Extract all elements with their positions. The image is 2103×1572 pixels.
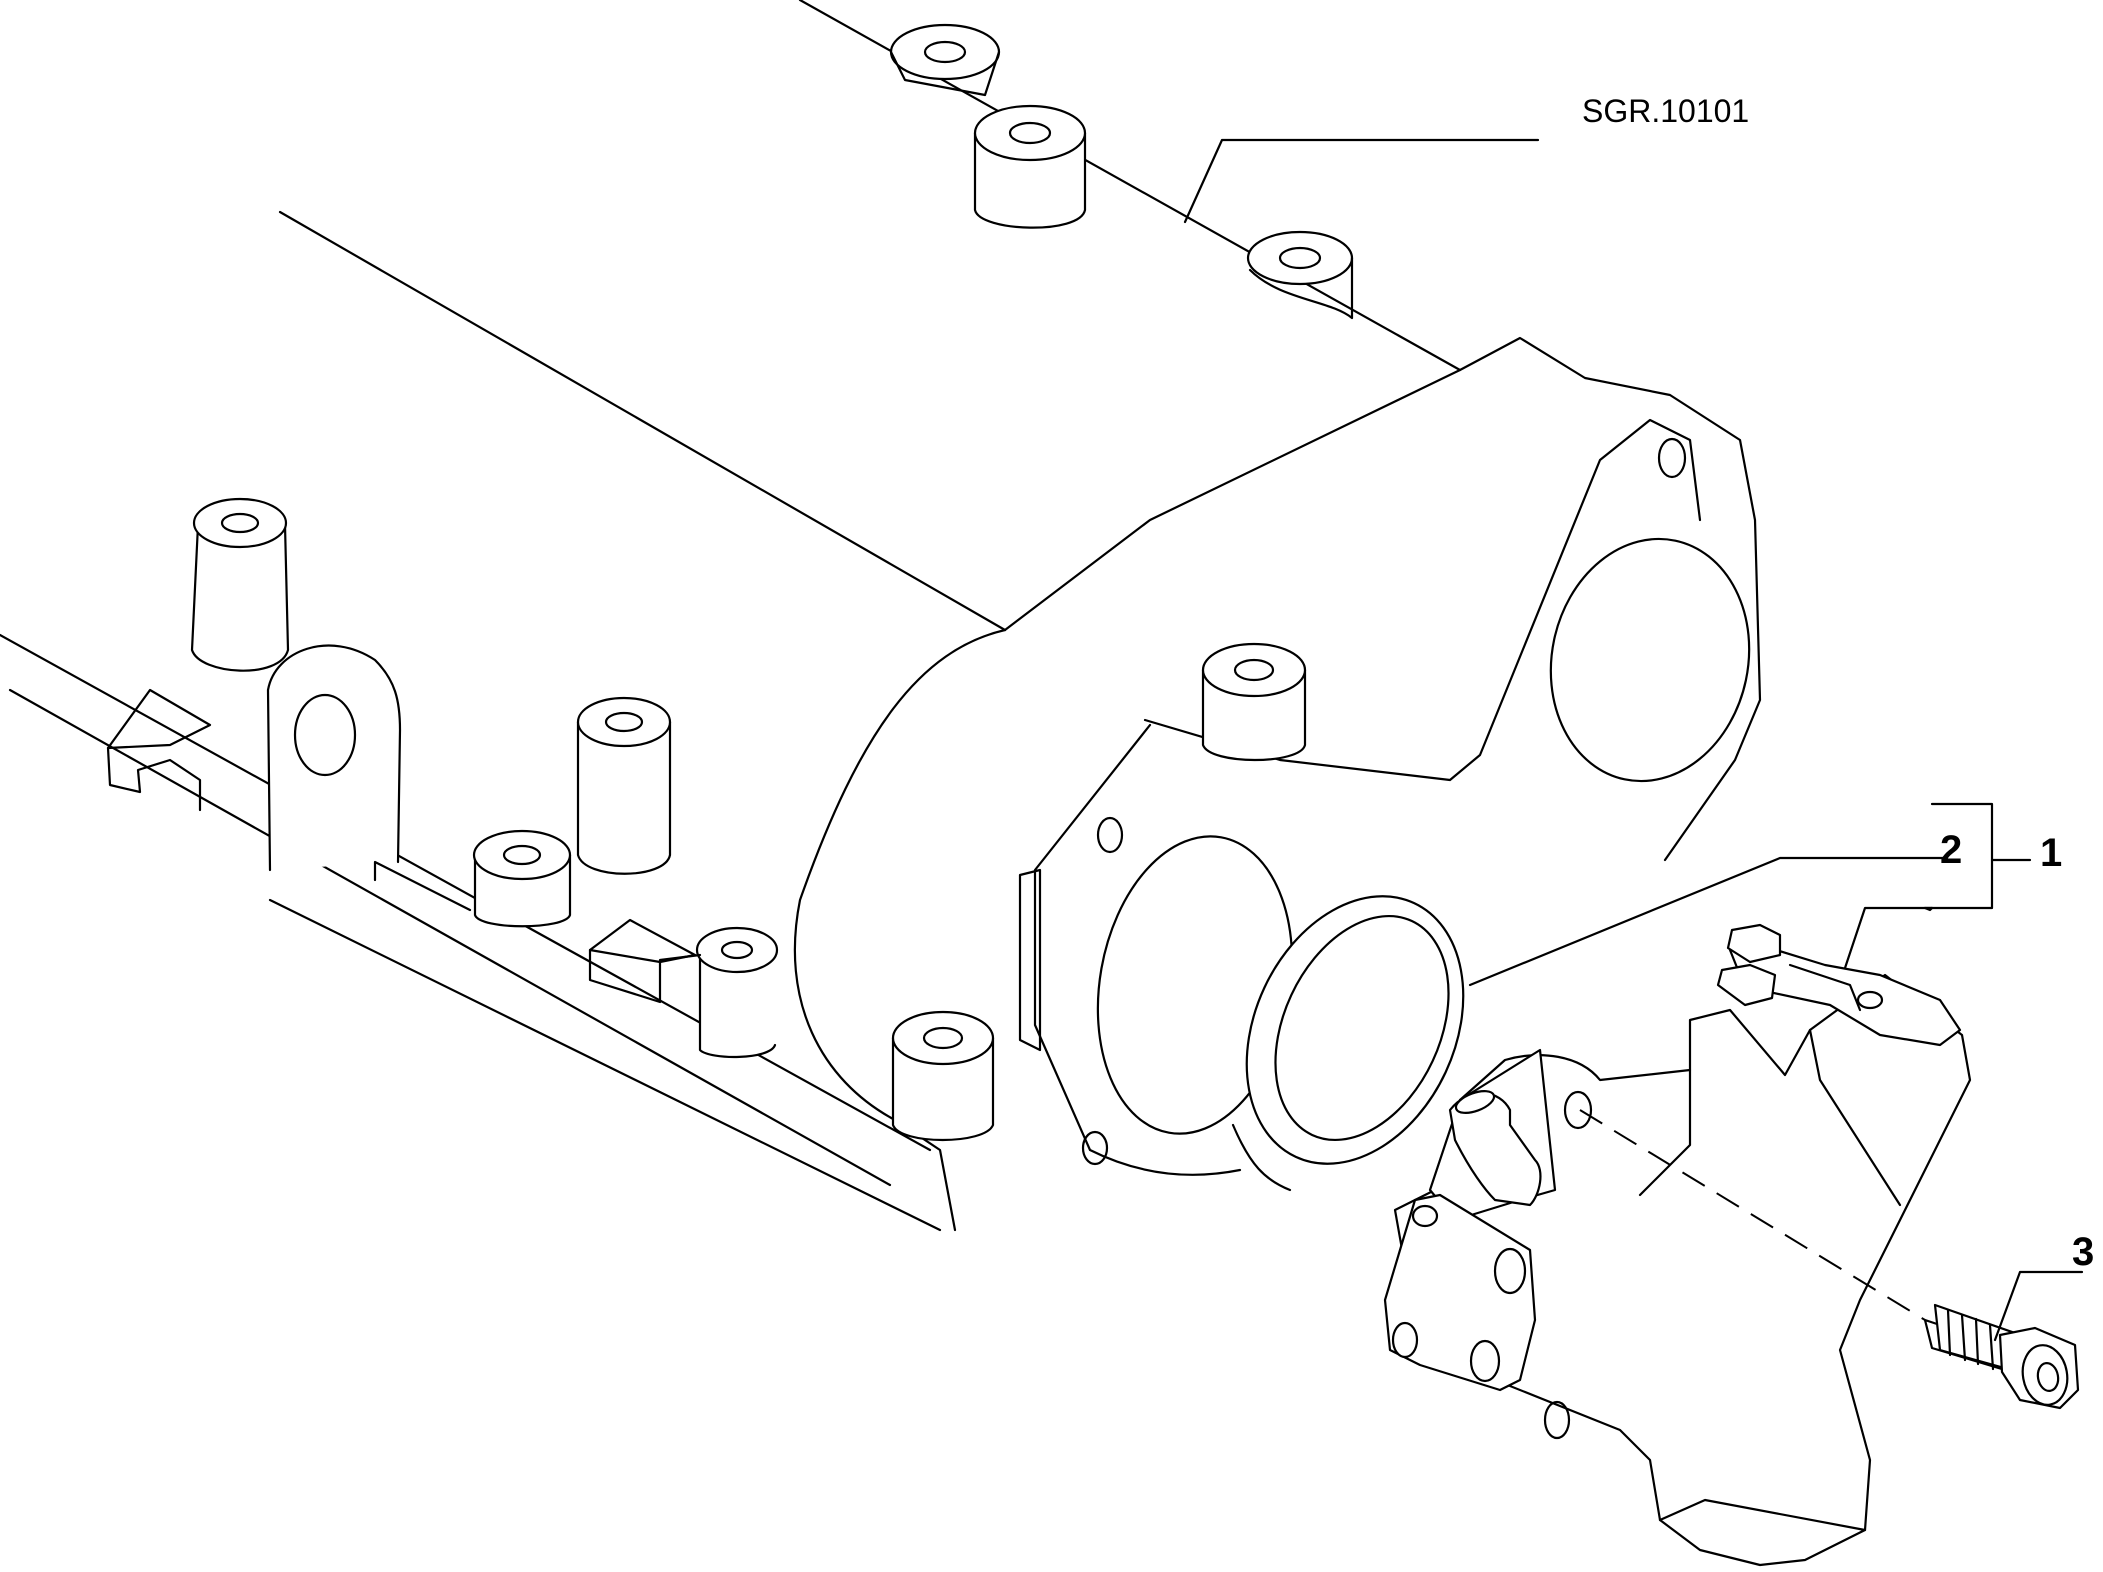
boss-low-3 [472,829,572,928]
boss-low-2 [576,696,672,875]
callout-leaders [1183,138,2084,1342]
throttle-body-part-1 [1383,923,1972,1567]
assembly-axis [1579,1109,1926,1321]
boss-front [1201,642,1307,762]
callout-label-1: 1 [2040,831,2062,875]
boss-top-2 [973,104,1087,229]
boss-top-3 [1246,230,1354,320]
callout-label-3: 3 [2072,1230,2094,1274]
reference-code: SGR.10101 [1582,93,1749,129]
intake-manifold [0,0,1762,1232]
boss-low-1 [190,497,290,672]
gasket-part-2 [1231,895,1465,1192]
boss-top-1 [889,23,1001,97]
boss-front-low [891,1010,995,1142]
callout-label-2: 2 [1940,828,1962,872]
bolt-part-3 [1923,1303,2080,1410]
boss-low-4 [695,926,779,1058]
